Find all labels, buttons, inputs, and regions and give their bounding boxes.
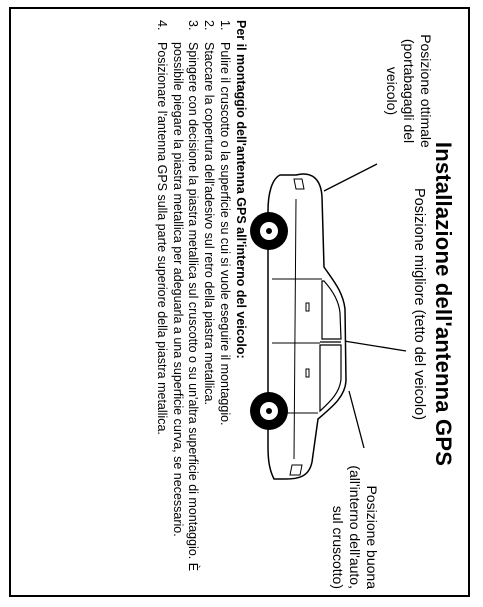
rear-wheel (250, 392, 288, 430)
optimal-leader-line (323, 163, 378, 192)
step-text: Spingere con decisione la piastra metall… (171, 42, 200, 572)
instruction-step: 4. Posizionare l'antenna GPS sulla parte… (154, 20, 169, 592)
rotated-content: Installazione dell'antenna GPS Posizione… (11, 9, 468, 595)
good-leader-line (348, 390, 365, 449)
instruction-step: 2. Staccare la copertura dell'adesivo su… (201, 20, 216, 592)
front-wheel (250, 212, 288, 250)
best-leader-line (343, 340, 407, 352)
instruction-step: 3. Spingere con decisione la piastra met… (170, 20, 200, 592)
step-text: Pulire il cruscotto o la superficie su c… (218, 42, 232, 426)
step-text: Posizionare l'antenna GPS sulla parte su… (155, 42, 169, 435)
instructions: Per il montaggio dell'antenna GPS all'in… (153, 20, 248, 592)
instruction-steps: 1. Pulire il cruscotto o la superficie s… (154, 20, 232, 592)
car-windows (319, 280, 342, 413)
step-number: 1. (218, 20, 232, 31)
car-illustration (250, 163, 407, 480)
instruction-step: 1. Pulire il cruscotto o la superficie s… (217, 20, 232, 592)
page-frame: Installazione dell'antenna GPS Posizione… (9, 7, 470, 597)
instructions-heading: Per il montaggio dell'antenna GPS all'in… (234, 20, 248, 359)
step-number: 4. (155, 20, 169, 31)
step-number: 3. (186, 20, 200, 31)
step-number: 2. (202, 20, 216, 31)
step-text: Staccare la copertura dell'adesivo sul r… (202, 42, 216, 405)
